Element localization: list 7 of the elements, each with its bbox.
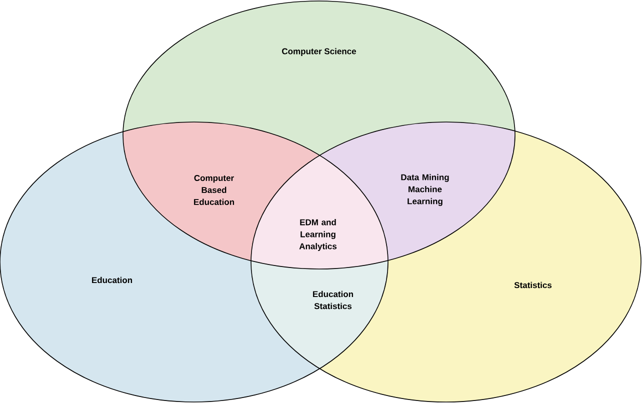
region-label: Education Statistics bbox=[313, 290, 354, 310]
region-label: EDM and Learning Analytics bbox=[299, 219, 337, 251]
region-label: Computer Based Education bbox=[194, 175, 234, 205]
region-label: Data Mining Machine Learning bbox=[401, 174, 449, 206]
circle-label: Education bbox=[92, 276, 132, 284]
circle-label: Statistics bbox=[514, 282, 552, 288]
circle-label: Computer Science bbox=[282, 48, 356, 56]
